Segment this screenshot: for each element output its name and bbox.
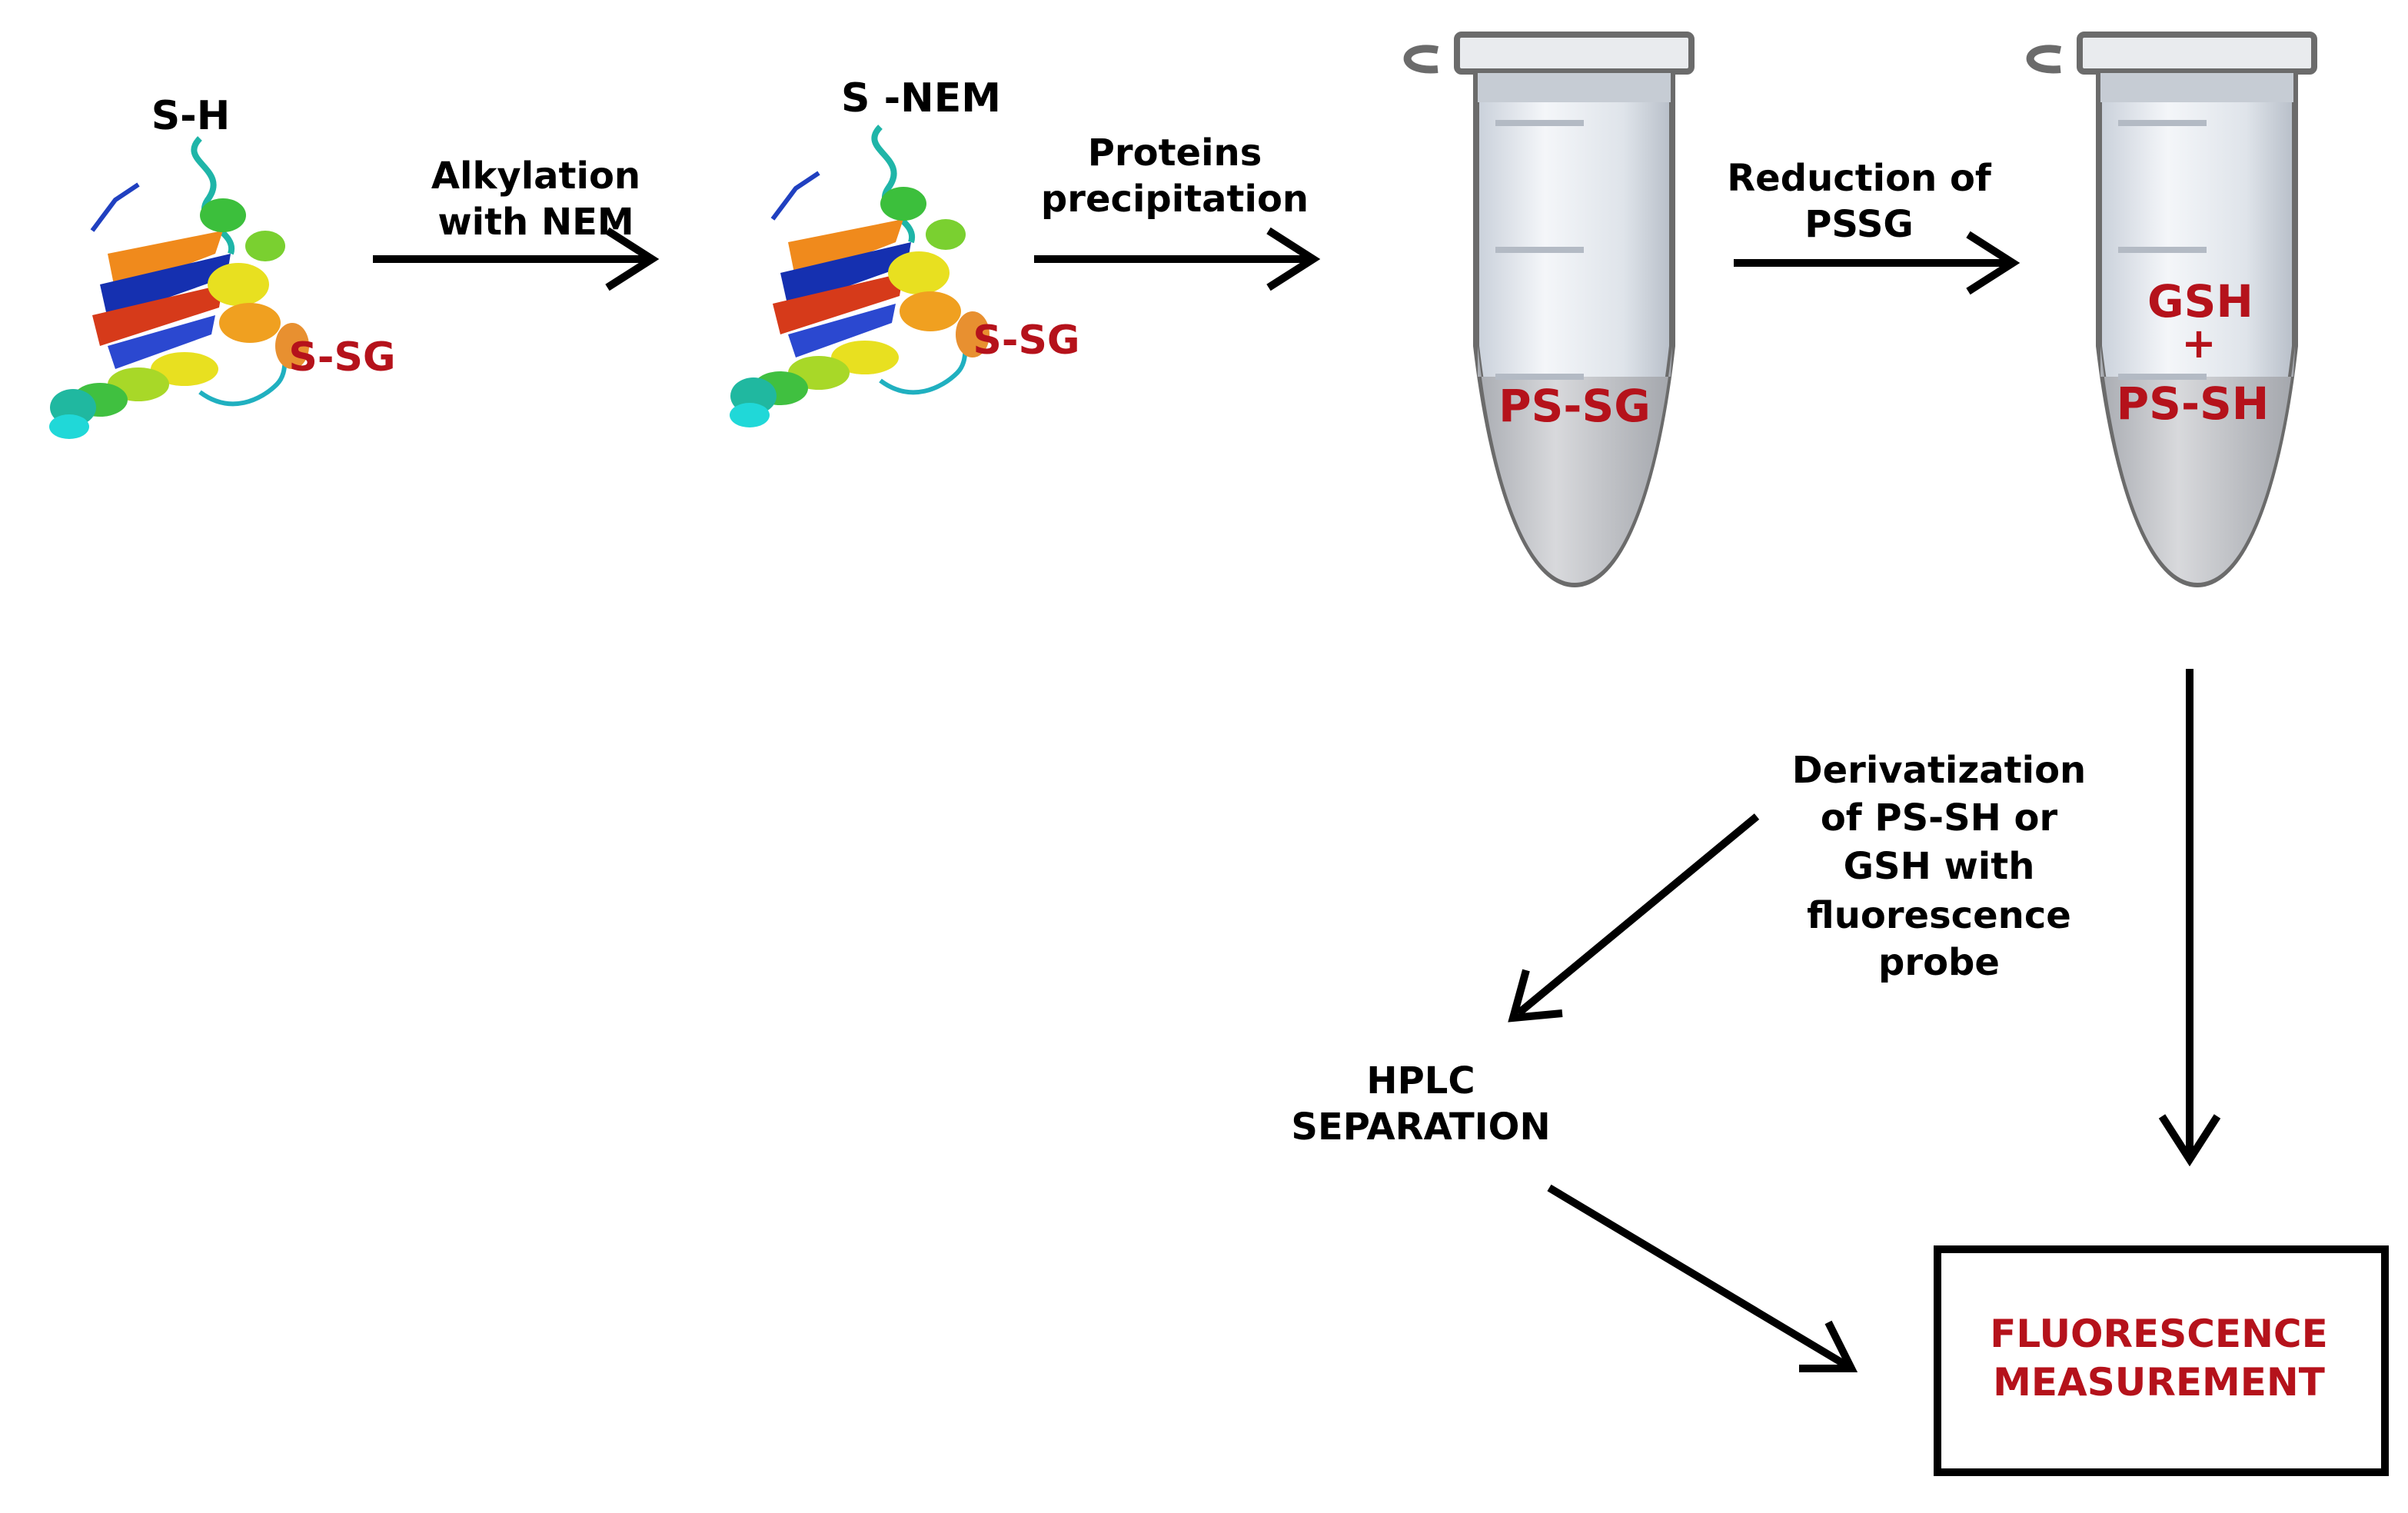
step-alkylation-line-2: with NEM [437,201,634,244]
step-precipitation-line-2: precipitation [1041,178,1309,221]
tube-2 [2026,32,2317,588]
tube-1-content: PS-SG [1498,380,1651,432]
step-precipitation-line-1: Proteins [1088,131,1262,175]
tube-2-content-bottom: PS-SH [2117,377,2270,430]
step-derivatization-line-3: GSH with [1844,845,2035,888]
protein-2-top-label: S -NEM [841,75,1001,121]
arrow-to-hplc [1508,813,1760,1023]
arrow-precipitation [1034,227,1321,291]
tube-1 [1403,32,1695,588]
arrow-reduction [1734,231,2021,295]
step-reduction-line-2: PSSG [1804,203,1914,246]
measurement-line-2: MEASUREMENT [1993,1360,2325,1405]
step-derivatization-line-1: Derivatization [1792,749,2086,792]
step-hplc-line-1: HPLC [1366,1059,1475,1102]
measurement-box [1934,1245,2389,1476]
step-derivatization-line-5: probe [1878,941,2000,984]
step-derivatization-line-2: of PS-SH or [1821,796,2058,840]
tube-2-content-top: GSH [2147,275,2253,328]
measurement-line-1: FLUORESCENCE [1990,1312,2328,1356]
protein-structure-1 [49,136,309,439]
protein-1-side-label: S-SG [288,334,395,381]
arrow-vertical-to-measurement [2158,669,2221,1167]
arrow-alkylation [373,227,660,291]
step-alkylation-line-1: Alkylation [431,155,640,198]
step-derivatization-line-4: fluorescence [1807,894,2071,937]
arrow-hplc-to-measurement [1547,1184,1858,1372]
protein-structure-2 [730,125,989,427]
tube-2-plus: + [2181,319,2216,367]
protein-1-top-label: S-H [151,93,231,139]
protein-2-side-label: S-SG [973,318,1079,364]
step-reduction-line-1: Reduction of [1727,157,1992,200]
step-hplc-line-2: SEPARATION [1291,1106,1550,1149]
